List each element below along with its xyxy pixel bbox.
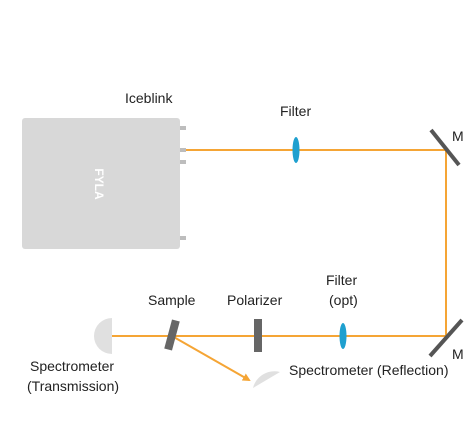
mirror-bottom-label: M [452, 346, 464, 362]
spectrometer-transmission-label-line2: (Transmission) [27, 378, 119, 394]
polarizer-label: Polarizer [227, 292, 283, 308]
filter-top-lens [292, 137, 300, 163]
spectrometer-transmission [94, 318, 112, 354]
laser-body [22, 118, 180, 249]
sample-label: Sample [148, 292, 196, 308]
laser-port-1 [180, 126, 186, 130]
beam-path [112, 149, 447, 381]
mirror-top-label: M [452, 128, 464, 144]
mirror-bottom [428, 318, 464, 358]
mirror-top [429, 128, 461, 167]
filter-top-label: Filter [280, 103, 311, 119]
filter-opt-label-line2: (opt) [329, 292, 358, 308]
laser-port-2 [180, 148, 186, 152]
laser-label: Iceblink [125, 90, 173, 106]
sample [164, 319, 180, 351]
spectrometer-reflection [253, 371, 280, 388]
polarizer [254, 319, 262, 352]
laser-port-3 [180, 160, 186, 164]
laser-source: FYLA [22, 118, 186, 249]
spectrometer-reflection-label: Spectrometer (Reflection) [289, 362, 449, 378]
laser-logo: FYLA [92, 168, 106, 200]
laser-port-4 [180, 236, 186, 240]
filter-opt-lens [339, 323, 347, 349]
filter-opt-label-line1: Filter [326, 272, 357, 288]
spectrometer-transmission-label-line1: Spectrometer [30, 358, 114, 374]
beam-reflection [171, 335, 251, 381]
